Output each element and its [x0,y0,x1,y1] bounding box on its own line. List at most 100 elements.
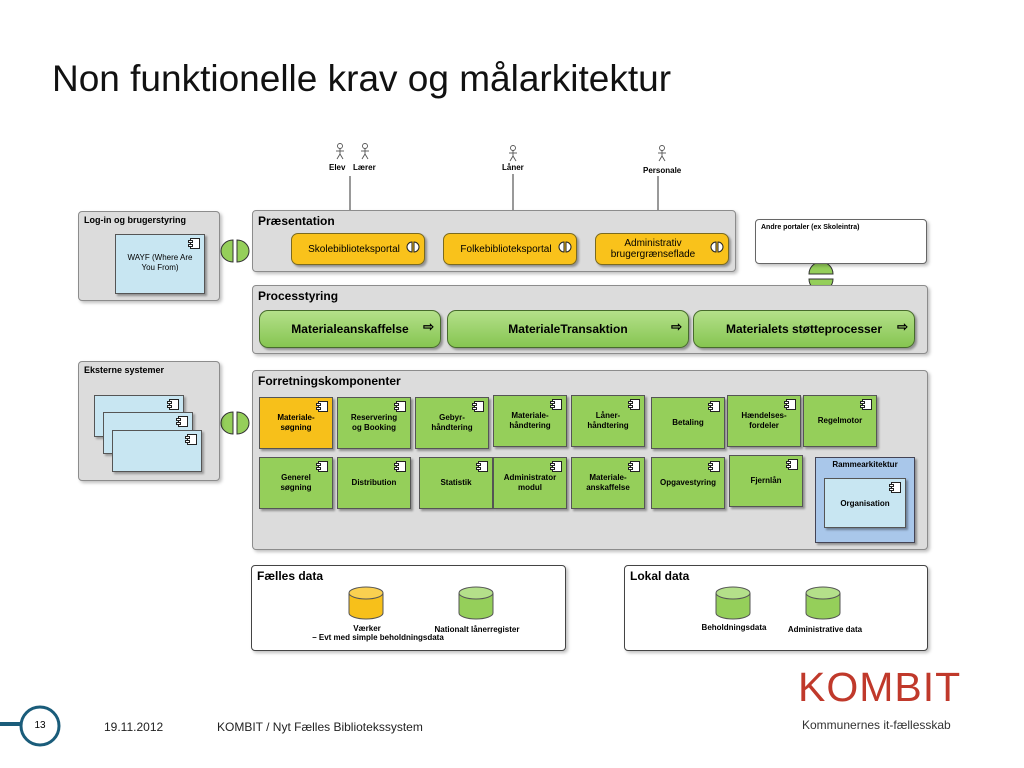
comp-label: Materiale-søgning [277,413,315,432]
shared-data-panel: Fælles data Værker – Evt med simple beho… [251,565,566,651]
comp-betaling[interactable]: Betaling [651,397,725,449]
other-portals-panel: Andre portaler (ex Skoleintra) [755,219,927,264]
other-portals-title: Andre portaler (ex Skoleintra) [761,224,860,231]
component-icon [784,399,796,410]
actor-laerer: Lærer [353,163,376,172]
comp-label: Materiale-anskaffelse [586,473,630,492]
process-materialetransaktion[interactable]: MaterialeTransaktion ⇨ [447,310,689,348]
component-icon [188,238,200,249]
component-icon [394,461,406,472]
comp-haendelsesfordeler[interactable]: Hændelses-fordeler [727,395,801,447]
comp-materialeanskaffelse[interactable]: Materiale-anskaffelse [571,457,645,509]
interface-icon [406,241,420,253]
footer-date: 19.11.2012 [104,720,164,734]
component-icon [176,416,188,427]
portal-label: Skolebiblioteksportal [308,243,400,255]
db-label-administrative: Administrative data [787,625,863,634]
database-icon [715,586,751,620]
login-panel-title: Log-in og brugerstyring [84,215,186,225]
component-icon [628,399,640,410]
component-icon [472,401,484,412]
db-note-vaerker: – Evt med simple beholdningsdata [312,633,444,642]
component-icon [889,482,901,493]
comp-label: Distribution [351,478,397,487]
process-title: Processtyring [258,289,339,303]
component-icon [708,401,720,412]
portal-skolebibliotek[interactable]: Skolebiblioteksportal [291,233,425,265]
interface-icon-external [220,411,250,435]
presentation-title: Præsentation [258,214,335,228]
presentation-panel: Præsentation Skolebiblioteksportal Folke… [252,210,736,272]
component-icon [476,461,488,472]
database-icon [458,586,494,620]
comp-fjernlaan[interactable]: Fjernlån [729,455,803,507]
external-title: Eksterne systemer [84,365,165,375]
component-icon [167,399,179,410]
comp-materialehaandtering[interactable]: Materiale-håndtering [493,395,567,447]
comp-label: Låner-håndtering [587,411,629,430]
local-data-title: Lokal data [630,569,690,583]
process-stotteprocesser[interactable]: Materialets støtteprocesser ⇨ [693,310,915,348]
comp-label: Betaling [672,418,704,427]
component-icon [394,401,406,412]
wayf-component[interactable]: WAYF (Where Are You From) [115,234,205,294]
rammearkitektur-title: Rammearkitektur [832,460,898,469]
business-panel: Forretningskomponenter Materiale-søgning… [252,370,928,550]
comp-statistik[interactable]: Statistik [419,457,493,509]
component-icon [316,461,328,472]
arrow-icon: ⇨ [671,319,682,334]
db-label-beholdning: Beholdningsdata [701,623,767,632]
comp-gebyr[interactable]: Gebyr-håndtering [415,397,489,449]
component-icon [185,434,197,445]
actor-elev: Elev [329,163,346,172]
portal-folkebibliotek[interactable]: Folkebiblioteksportal [443,233,577,265]
comp-laanerhaandtering[interactable]: Låner-håndtering [571,395,645,447]
organisation-component[interactable]: Organisation [824,478,906,528]
arrow-icon: ⇨ [897,319,908,334]
comp-opgavestyring[interactable]: Opgavestyring [651,457,725,509]
comp-regelmotor[interactable]: Regelmotor [803,395,877,447]
comp-label: Gebyr-håndtering [431,413,473,432]
interface-icon-login [220,239,250,263]
actor-personale: Personale [643,166,682,175]
footer-text: KOMBIT / Nyt Fælles Bibliotekssystem [217,720,423,734]
page-number: 13 [34,720,46,731]
db-label-vaerker: Værker [353,624,381,633]
portal-label: Folkebiblioteksportal [460,243,552,255]
comp-label: Regelmotor [817,416,863,425]
process-materialeanskaffelse[interactable]: Materialeanskaffelse ⇨ [259,310,441,348]
db-label-laanerregister: Nationalt lånerregister [434,625,520,634]
arrow-icon: ⇨ [423,319,434,334]
component-icon [860,399,872,410]
wayf-label: WAYF (Where Are You From) [127,253,193,272]
component-icon [628,461,640,472]
rammearkitektur-frame: Rammearkitektur Organisation [815,457,915,543]
database-icon [348,586,384,620]
component-icon [550,461,562,472]
comp-distribution[interactable]: Distribution [337,457,411,509]
comp-administrator[interactable]: Administrator modul [493,457,567,509]
shared-data-title: Fælles data [257,569,324,583]
comp-generelsoegning[interactable]: Generel søgning [259,457,333,509]
external-system-3[interactable] [112,430,202,472]
comp-label: Fjernlån [750,476,782,485]
external-systems-panel: Eksterne systemer [78,361,220,481]
kombit-logo: KOMBIT [798,664,962,710]
comp-label: Materiale-håndtering [509,411,551,430]
actor-icons [336,143,666,162]
comp-label: Generel søgning [280,473,312,492]
comp-label: Opgavestyring [659,478,716,487]
portal-administrativ[interactable]: Administrativ brugergrænseflade [595,233,729,265]
business-title: Forretningskomponenter [258,374,401,388]
comp-materialesoegning[interactable]: Materiale-søgning [259,397,333,449]
comp-reservering[interactable]: Reservering og Booking [337,397,411,449]
portal-label: Administrativ brugergrænseflade [610,238,696,260]
process-label: Materialets støtteprocesser [725,322,883,336]
comp-label: Statistik [440,478,472,487]
login-panel: Log-in og brugerstyring WAYF (Where Are … [78,211,220,301]
component-icon [786,459,798,470]
kombit-tagline: Kommunernes it-fællesskab [802,718,951,732]
comp-label: Administrator modul [503,473,557,492]
comp-label: Hændelses-fordeler [741,411,787,430]
process-label: Materialeanskaffelse [291,322,409,336]
